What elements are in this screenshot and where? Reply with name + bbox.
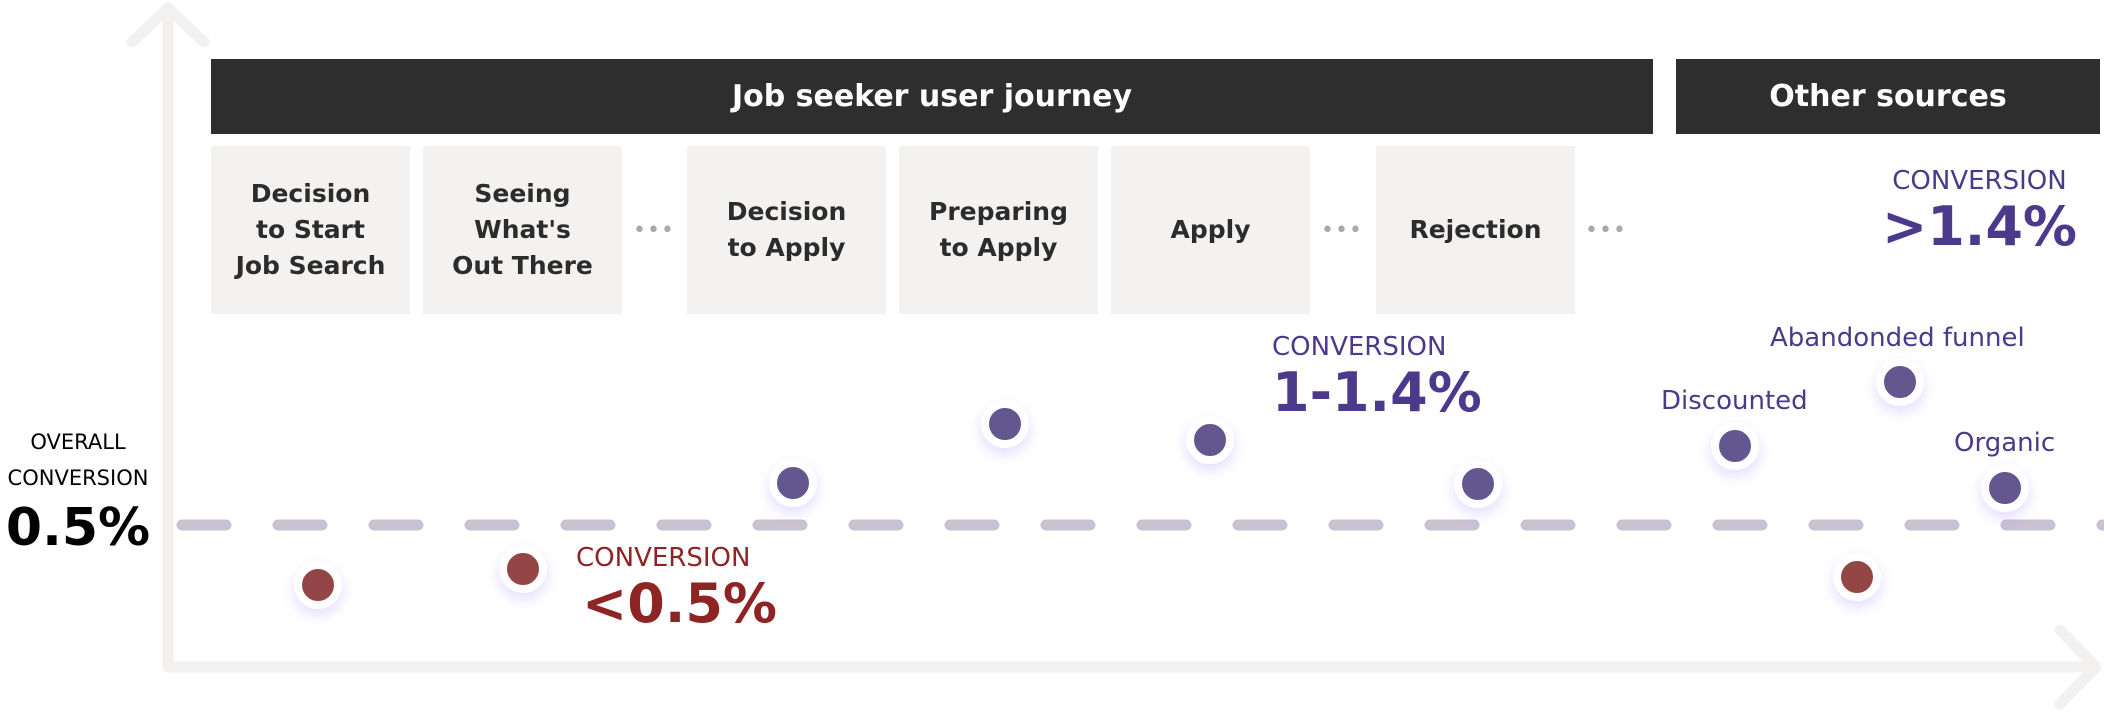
conversion-high-label: CONVERSION <box>1892 166 2067 196</box>
stage-preparing-to-apply: Preparing to Apply <box>899 146 1098 314</box>
label-organic: Organic <box>1954 428 2056 458</box>
ellipsis-icon: ••• <box>1585 218 1627 243</box>
ellipsis-icon: ••• <box>1321 218 1363 243</box>
data-point <box>1186 416 1234 464</box>
data-point-discounted <box>1711 422 1759 470</box>
data-point-abandoned <box>1876 358 1924 406</box>
stage-apply: Apply <box>1111 146 1310 314</box>
stage-seeing-whats-out-there: Seeing What's Out There <box>423 146 622 314</box>
other-sources-header: Other sources <box>1676 59 2100 134</box>
overall-value: 0.5% <box>5 498 151 558</box>
stage-decision-to-apply: Decision to Apply <box>687 146 886 314</box>
other-sources-title: Other sources <box>1769 79 2007 114</box>
x-axis-arrow-icon <box>2054 624 2102 710</box>
data-point <box>294 561 342 609</box>
y-axis-arrow-icon <box>126 2 210 48</box>
data-point <box>981 400 1029 448</box>
overall-label-line1: OVERALL <box>30 430 126 454</box>
ellipsis-icon: ••• <box>633 218 675 243</box>
conversion-low: CONVERSION <0.5% <box>576 543 777 635</box>
conversion-low-label: CONVERSION <box>576 543 751 573</box>
label-discounted: Discounted <box>1661 386 1808 416</box>
conversion-high: CONVERSION >1.4% <box>1882 166 2077 258</box>
data-point <box>1833 553 1881 601</box>
data-point <box>1454 460 1502 508</box>
overall-label-line2: CONVERSION <box>7 466 149 490</box>
data-point-organic <box>1981 464 2029 512</box>
journey-header: Job seeker user journey <box>211 59 1653 134</box>
conversion-low-value: <0.5% <box>582 572 778 635</box>
journey-title: Job seeker user journey <box>731 79 1133 114</box>
data-point <box>769 459 817 507</box>
conversion-mid-label: CONVERSION <box>1272 332 1447 362</box>
overall-conversion: OVERALL CONVERSION 0.5% <box>0 424 156 560</box>
label-abandoned-funnel: Abandonded funnel <box>1770 323 2025 353</box>
stage-decision-to-start: Decision to Start Job Search <box>211 146 410 314</box>
conversion-mid: CONVERSION 1-1.4% <box>1272 332 1482 424</box>
data-point <box>499 545 547 593</box>
conversion-mid-value: 1-1.4% <box>1272 361 1482 424</box>
stage-rejection: Rejection <box>1376 146 1575 314</box>
conversion-high-value: >1.4% <box>1881 195 2077 258</box>
